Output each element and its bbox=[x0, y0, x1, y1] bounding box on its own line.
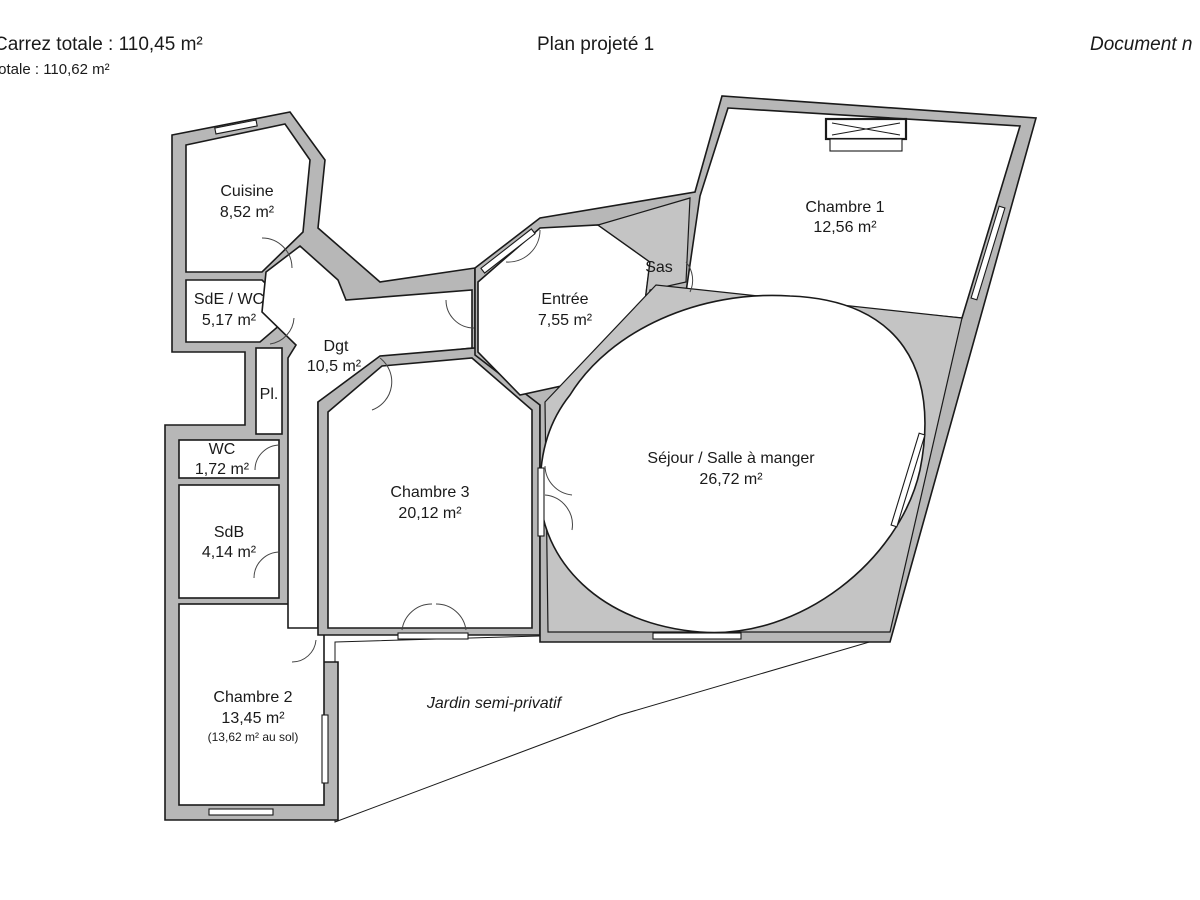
plan-title: Plan projeté 1 bbox=[537, 34, 655, 55]
door-entree[interactable] bbox=[505, 229, 541, 263]
door-dgt-entree[interactable] bbox=[445, 299, 475, 329]
door-wc[interactable] bbox=[254, 444, 281, 471]
window-sejour-bottom bbox=[652, 632, 742, 640]
window-chambre1 bbox=[970, 205, 1006, 301]
carrez-total-label: Carrez totale : 110,45 m² bbox=[0, 34, 203, 55]
label-chambre1-area: 12,56 m² bbox=[813, 219, 877, 236]
window-chambre2-side bbox=[321, 714, 329, 784]
label-chambre2-name: Chambre 2 bbox=[213, 689, 292, 706]
label-sejour-area: 26,72 m² bbox=[699, 471, 763, 488]
label-sas-name: Sas bbox=[645, 259, 673, 276]
label-wc-name: WC bbox=[209, 441, 236, 458]
door-sas[interactable] bbox=[685, 261, 694, 293]
label-sde-wc-area: 5,17 m² bbox=[202, 312, 257, 329]
door-sejour-2[interactable] bbox=[544, 465, 573, 496]
room-sdb bbox=[178, 484, 280, 599]
door-chambre2[interactable] bbox=[291, 639, 317, 663]
label-sdb-area: 4,14 m² bbox=[202, 544, 257, 561]
window-chambre3 bbox=[397, 632, 469, 640]
room-chambre3 bbox=[327, 357, 533, 629]
window-cuisine bbox=[214, 119, 258, 135]
window-sejour-left bbox=[537, 467, 545, 537]
door-sejour-1[interactable] bbox=[544, 494, 573, 531]
label-wc-area: 1,72 m² bbox=[195, 461, 250, 478]
label-chambre2-area: 13,45 m² bbox=[221, 710, 285, 727]
label-chambre3-area: 20,12 m² bbox=[398, 505, 462, 522]
room-chambre2 bbox=[178, 603, 325, 806]
fireplace-hearth bbox=[829, 138, 903, 152]
window-chambre2-bottom bbox=[208, 808, 274, 816]
door-sde-wc[interactable] bbox=[269, 317, 295, 345]
room-wc bbox=[178, 439, 280, 479]
label-chambre3-name: Chambre 3 bbox=[390, 484, 469, 501]
label-jardin: Jardin semi-privatif bbox=[426, 695, 563, 712]
sas-zone bbox=[596, 197, 691, 343]
label-sde-wc-name: SdE / WC bbox=[194, 291, 264, 308]
label-placard-name: Pl. bbox=[260, 386, 279, 403]
label-cuisine-name: Cuisine bbox=[220, 183, 273, 200]
door-chambre3-garden-1[interactable] bbox=[401, 603, 433, 631]
garden-area bbox=[334, 635, 891, 823]
label-dgt-area: 10,5 m² bbox=[307, 358, 362, 375]
label-entree-name: Entrée bbox=[541, 291, 588, 308]
door-chambre3-garden-2[interactable] bbox=[435, 603, 467, 631]
label-chambre2-floor-area: (13,62 m² au sol) bbox=[208, 730, 299, 744]
door-sdb[interactable] bbox=[253, 551, 281, 579]
document-note: Document n bbox=[1090, 34, 1193, 55]
label-entree-area: 7,55 m² bbox=[538, 312, 593, 329]
label-chambre1-name: Chambre 1 bbox=[805, 199, 884, 216]
room-placard bbox=[255, 347, 283, 435]
window-entree bbox=[480, 228, 536, 274]
label-cuisine-area: 8,52 m² bbox=[220, 204, 275, 221]
label-sejour-name: Séjour / Salle à manger bbox=[647, 450, 815, 467]
door-chambre3[interactable] bbox=[371, 357, 393, 411]
room-cuisine bbox=[185, 123, 311, 273]
label-dgt-name: Dgt bbox=[324, 338, 349, 355]
label-sdb-name: SdB bbox=[214, 524, 244, 541]
door-cuisine[interactable] bbox=[261, 237, 293, 269]
window-sejour-right bbox=[890, 432, 926, 528]
fireplace-mark bbox=[831, 122, 901, 136]
surface-totale-label: totale : 110,62 m² bbox=[0, 61, 110, 78]
